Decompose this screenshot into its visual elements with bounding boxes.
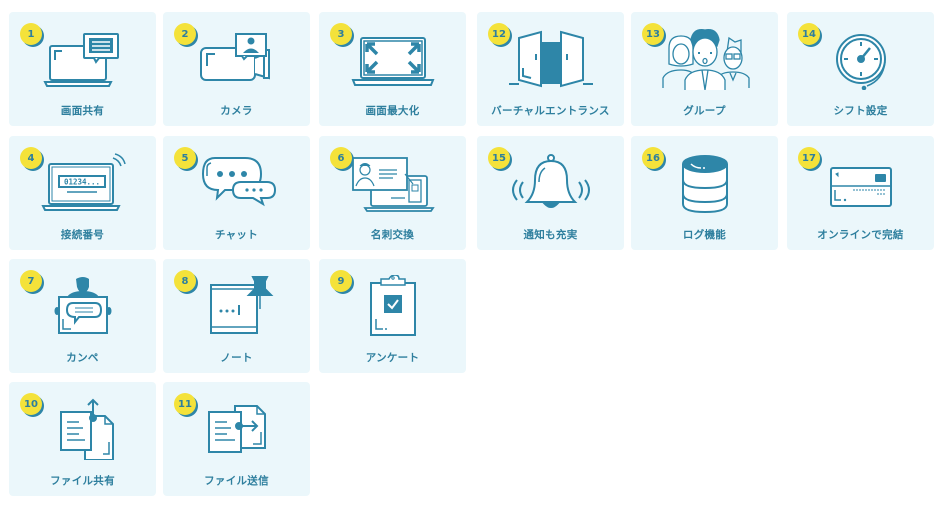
feature-number-badge: 9: [330, 270, 352, 292]
feature-label: ノート: [220, 352, 253, 364]
feature-label: 画面最大化: [365, 105, 420, 117]
feature-card-survey[interactable]: 9 アンケート: [319, 259, 466, 373]
feature-label: ファイル共有: [50, 475, 115, 487]
feature-card-fullscreen[interactable]: 3 画面最大化: [319, 12, 466, 126]
screen-share-icon: [37, 28, 129, 90]
feature-label: グループ: [683, 105, 726, 117]
business-card-icon: [347, 152, 439, 214]
connection-number-icon: 01234...: [37, 152, 129, 214]
file-share-icon: [37, 398, 129, 460]
feature-card-camera[interactable]: 2 カメラ: [163, 12, 310, 126]
feature-card-shift-settings[interactable]: 14 シフト設定: [787, 12, 934, 126]
feature-number-badge: 12: [488, 23, 510, 45]
feature-number-badge: 10: [20, 393, 42, 415]
connection-number-text: 01234...: [64, 178, 100, 187]
feature-label: アンケート: [365, 352, 420, 364]
feature-number-badge: 8: [174, 270, 196, 292]
cue-card-icon: [37, 275, 129, 337]
group-icon: [659, 28, 751, 90]
feature-label: 接続番号: [60, 229, 105, 241]
feature-card-online-payment[interactable]: 17 オンラインで完結: [787, 136, 934, 250]
clock-icon: [815, 28, 907, 90]
feature-label: シフト設定: [833, 105, 888, 117]
feature-label: ファイル送信: [204, 475, 269, 487]
feature-card-connection-number[interactable]: 4 01234... 接続番号: [9, 136, 156, 250]
feature-label: オンラインで完結: [817, 229, 904, 241]
chat-icon: [191, 152, 283, 214]
file-send-icon: [191, 398, 283, 460]
feature-number-badge: 17: [798, 147, 820, 169]
bell-icon: [505, 152, 597, 214]
feature-card-notifications[interactable]: 15 通知も充実: [477, 136, 624, 250]
survey-icon: [347, 275, 439, 337]
door-icon: [505, 28, 597, 90]
note-icon: [191, 275, 283, 337]
feature-label: ログ機能: [682, 229, 727, 241]
feature-number-badge: 7: [20, 270, 42, 292]
feature-card-virtual-entrance[interactable]: 12 バーチャルエントランス: [477, 12, 624, 126]
feature-label: カメラ: [220, 105, 253, 117]
database-icon: [659, 152, 751, 214]
feature-card-group[interactable]: 13 グループ: [631, 12, 778, 126]
feature-card-log[interactable]: 16 ログ機能: [631, 136, 778, 250]
feature-card-business-card[interactable]: 6 名刺交換: [319, 136, 466, 250]
feature-number-badge: 4: [20, 147, 42, 169]
feature-card-file-send[interactable]: 11 ファイル送信: [163, 382, 310, 496]
feature-card-screen-share[interactable]: 1 画面共有: [9, 12, 156, 126]
feature-number-badge: 14: [798, 23, 820, 45]
feature-card-note[interactable]: 8 ノート: [163, 259, 310, 373]
feature-number-badge: 3: [330, 23, 352, 45]
feature-label: 通知も充実: [523, 229, 578, 241]
feature-card-cue-card[interactable]: 7 カンペ: [9, 259, 156, 373]
feature-card-chat[interactable]: 5 チャット: [163, 136, 310, 250]
feature-label: 名刺交換: [370, 229, 415, 241]
feature-number-badge: 1: [20, 23, 42, 45]
feature-label: 画面共有: [60, 105, 105, 117]
feature-label: バーチャルエントランス: [491, 105, 610, 117]
camera-icon: [191, 28, 283, 90]
feature-label: チャット: [214, 229, 259, 241]
feature-number-badge: 6: [330, 147, 352, 169]
feature-number-badge: 13: [642, 23, 664, 45]
fullscreen-icon: [347, 28, 439, 90]
credit-card-icon: [815, 152, 907, 214]
feature-number-badge: 16: [642, 147, 664, 169]
feature-number-badge: 15: [488, 147, 510, 169]
feature-number-badge: 5: [174, 147, 196, 169]
feature-number-badge: 2: [174, 23, 196, 45]
feature-number-badge: 11: [174, 393, 196, 415]
feature-label: カンペ: [66, 352, 99, 364]
feature-card-file-share[interactable]: 10 ファイル共有: [9, 382, 156, 496]
